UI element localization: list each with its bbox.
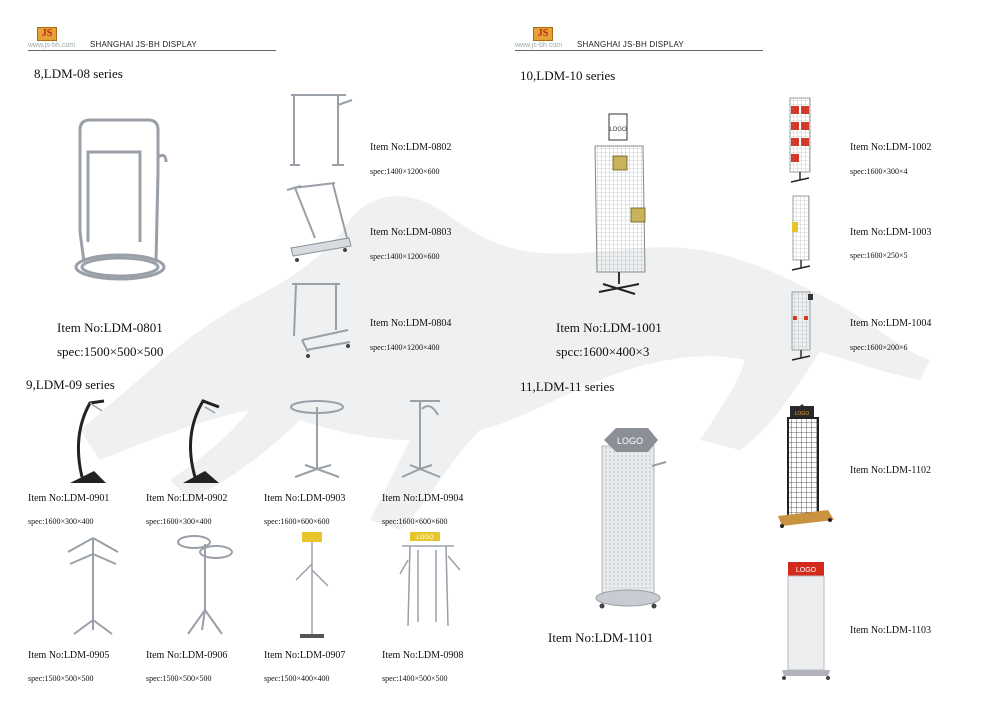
item-number-ldm-1004: Item No:LDM-1004 <box>850 318 932 329</box>
spec-ldm-0905: spec:1500×500×500 <box>28 674 94 683</box>
header-rule <box>28 50 276 51</box>
spec-ldm-0906: spec:1500×500×500 <box>146 674 212 683</box>
product-ldm-1102-image: LOGO <box>778 404 834 528</box>
header-rule <box>515 50 763 51</box>
item-number-ldm-0908: Item No:LDM-0908 <box>382 650 464 661</box>
spec-ldm-0901: spec:1600×300×400 <box>28 517 94 526</box>
product-ldm-1004-image <box>791 291 813 361</box>
spec-ldm-0902: spec:1600×300×400 <box>146 517 212 526</box>
product-ldm-0905-image <box>67 537 119 635</box>
company-logo: JS <box>37 27 57 41</box>
header-company: SHANGHAI JS-BH DISPLAY <box>90 40 197 49</box>
item-number-ldm-0905: Item No:LDM-0905 <box>28 650 110 661</box>
ldm-1101-logo-text: LOGO <box>617 436 643 446</box>
item-number-ldm-0804: Item No:LDM-0804 <box>370 318 452 329</box>
product-ldm-0904-image <box>401 400 441 478</box>
ldm-1103-logo-text: LOGO <box>796 567 817 574</box>
ldm-0908-logo-text: LOGO <box>416 535 434 541</box>
spec-ldm-0908: spec:1400×500×500 <box>382 674 448 683</box>
item-number-ldm-1003: Item No:LDM-1003 <box>850 227 932 238</box>
item-number-ldm-0801: Item No:LDM-0801 <box>57 320 163 335</box>
header-url: www.js-bh.com <box>28 42 76 49</box>
spec-ldm-0903: spec:1600×600×600 <box>264 517 330 526</box>
item-number-ldm-0904: Item No:LDM-0904 <box>382 493 464 504</box>
series-title-ldm-08: 8,LDM-08 series <box>34 66 123 81</box>
spec-ldm-0907: spec:1500×400×400 <box>264 674 330 683</box>
product-ldm-1101-image: LOGO <box>595 428 667 609</box>
item-number-ldm-1002: Item No:LDM-1002 <box>850 142 932 153</box>
product-ldm-0903-image <box>290 400 344 478</box>
item-number-ldm-0802: Item No:LDM-0802 <box>370 142 452 153</box>
spec-ldm-1002: spec:1600×300×4 <box>850 167 908 176</box>
item-number-ldm-1102: Item No:LDM-1102 <box>850 465 932 476</box>
item-number-ldm-1001: Item No:LDM-1001 <box>556 320 662 335</box>
spec-ldm-1001: spcc:1600×400×3 <box>556 344 650 359</box>
product-ldm-0901-image <box>70 399 106 483</box>
product-ldm-0804-image <box>292 283 351 358</box>
header-company: SHANGHAI JS-BH DISPLAY <box>577 40 684 49</box>
product-ldm-1003-image <box>791 195 811 271</box>
spec-ldm-0802: spec:1400×1200×600 <box>370 167 440 176</box>
spec-ldm-1004: spec:1600×200×6 <box>850 343 908 352</box>
product-ldm-0902-image <box>183 399 220 483</box>
spec-ldm-0904: spec:1600×600×600 <box>382 517 448 526</box>
ldm-1102-logo-text: LOGO <box>795 411 810 417</box>
product-ldm-0802-image <box>290 94 353 166</box>
item-number-ldm-1101: Item No:LDM-1101 <box>548 630 654 645</box>
spec-ldm-0803: spec:1400×1200×600 <box>370 252 440 261</box>
product-ldm-1002-image <box>789 97 811 183</box>
series-title-ldm-10: 10,LDM-10 series <box>520 68 616 83</box>
item-number-ldm-0907: Item No:LDM-0907 <box>264 650 346 661</box>
item-number-ldm-0903: Item No:LDM-0903 <box>264 493 346 504</box>
header-url: www.js-bh.com <box>515 42 563 49</box>
product-ldm-0803-image <box>286 182 352 262</box>
spec-ldm-0804: spec:1400×1200×400 <box>370 343 440 352</box>
product-ldm-1103-image: LOGO <box>782 562 830 680</box>
item-number-ldm-0803: Item No:LDM-0803 <box>370 227 452 238</box>
company-logo: JS <box>533 27 553 41</box>
product-ldm-0907-image <box>295 532 329 638</box>
series-title-ldm-11: 11,LDM-11 series <box>520 379 615 394</box>
spec-ldm-1003: spec:1600×250×5 <box>850 251 908 260</box>
spec-ldm-0801: spec:1500×500×500 <box>57 344 164 359</box>
series-title-ldm-09: 9,LDM-09 series <box>26 377 115 392</box>
item-number-ldm-0902: Item No:LDM-0902 <box>146 493 228 504</box>
product-ldm-0906-image <box>177 535 233 635</box>
item-number-ldm-0901: Item No:LDM-0901 <box>28 493 110 504</box>
product-ldm-0908-image: LOGO <box>399 532 461 627</box>
product-ldm-0801-image <box>74 118 168 281</box>
item-number-ldm-1103: Item No:LDM-1103 <box>850 625 932 636</box>
item-number-ldm-0906: Item No:LDM-0906 <box>146 650 228 661</box>
ldm-1001-logo-text: LOGO <box>609 127 627 133</box>
product-ldm-1001-image: LOGO <box>594 113 646 295</box>
